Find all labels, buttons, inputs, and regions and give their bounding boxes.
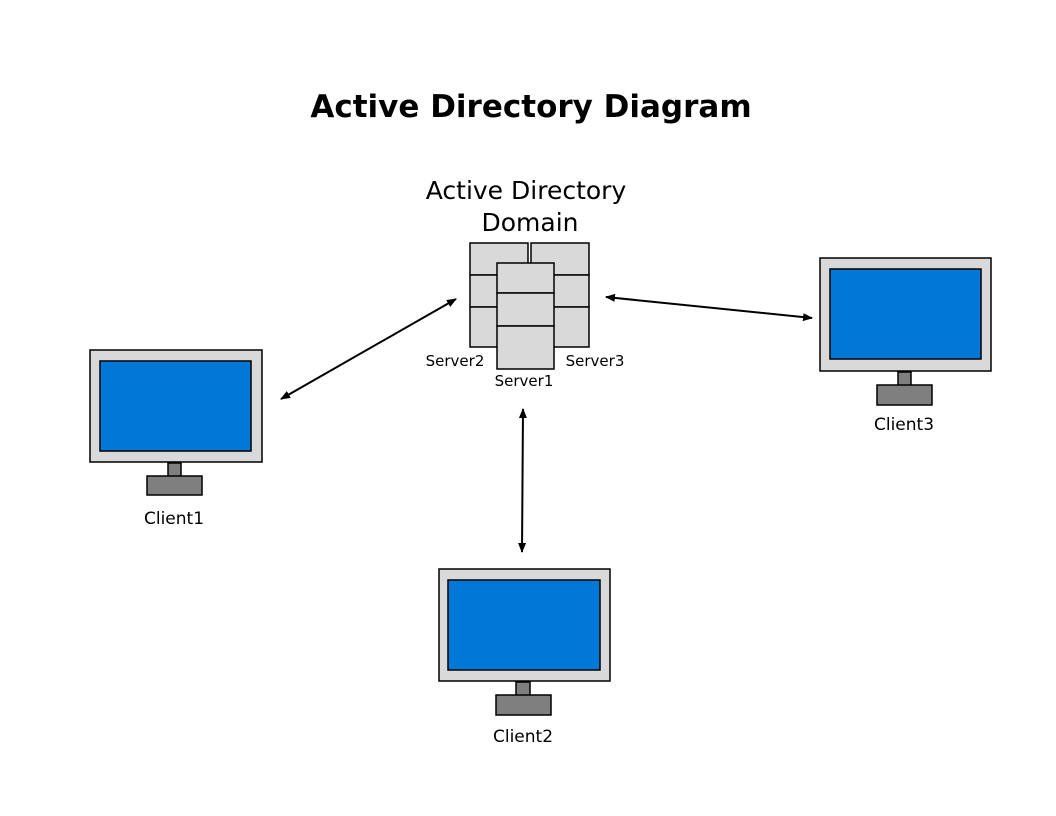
domain-label-line2: Domain [481,208,578,237]
client2-monitor-icon[interactable] [438,568,611,716]
diagram-title: Active Directory Diagram [310,89,751,125]
client2-screen [447,579,601,671]
client1-screen [99,360,252,452]
connector-client1-domain [280,298,457,400]
client1-label: Client1 [144,509,204,529]
connector-domain-client3 [605,293,813,322]
domain-label-line1: Active Directory [426,176,627,205]
server1-icon[interactable] [496,262,555,370]
server3-label: Server3 [566,352,625,370]
client1-monitor-icon[interactable] [89,349,263,496]
client2-label: Client2 [493,727,553,747]
connector-domain-client2 [518,408,527,553]
client3-screen [829,268,982,360]
server2-label: Server2 [426,352,485,370]
server1-label: Server1 [495,372,554,390]
client3-monitor-icon[interactable] [819,257,992,406]
client3-label: Client3 [874,415,934,435]
